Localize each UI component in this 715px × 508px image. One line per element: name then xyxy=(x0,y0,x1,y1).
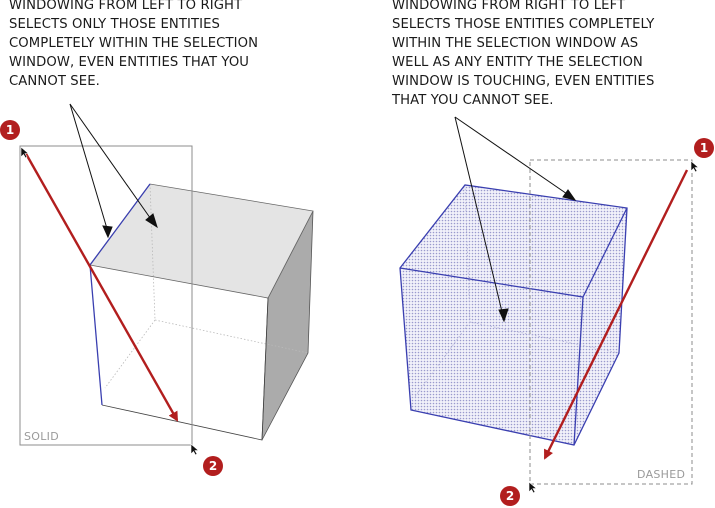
right-cube-selected-edges xyxy=(399,184,628,446)
left-cube-hidden-edges xyxy=(104,183,309,389)
left-cube-visible-edges xyxy=(101,297,269,441)
left-cube xyxy=(89,183,314,441)
solid-window-label: SOLID xyxy=(24,430,59,443)
left-start-marker: 1 xyxy=(0,120,20,140)
right-start-cursor-icon xyxy=(690,160,700,173)
left-end-cursor-icon xyxy=(190,443,200,456)
solid-selection-window xyxy=(19,145,193,446)
caption-left: WINDOWING FROM LEFT TO RIGHT SELECTS ONL… xyxy=(9,0,259,89)
left-start-cursor-icon xyxy=(20,146,30,159)
dashed-selection-window xyxy=(529,159,693,485)
right-cube-hidden-edges xyxy=(413,184,620,399)
right-cube-front-face xyxy=(400,268,583,445)
right-drag-arrow xyxy=(543,169,689,460)
right-cube-top-face xyxy=(400,185,627,297)
left-callout-lines xyxy=(69,103,158,239)
dashed-window-label: DASHED xyxy=(637,468,686,481)
right-callout-lines xyxy=(454,116,577,323)
left-drag-arrow xyxy=(23,151,179,422)
right-cube xyxy=(399,184,628,446)
right-start-marker: 1 xyxy=(694,138,714,158)
caption-right: WINDOWING FROM RIGHT TO LEFT SELECTS THO… xyxy=(392,0,655,108)
right-cube-right-face xyxy=(574,208,627,445)
left-cube-front-face xyxy=(90,265,268,440)
right-end-cursor-icon xyxy=(528,481,538,494)
right-end-marker: 2 xyxy=(500,486,520,506)
left-end-marker: 2 xyxy=(203,456,223,476)
